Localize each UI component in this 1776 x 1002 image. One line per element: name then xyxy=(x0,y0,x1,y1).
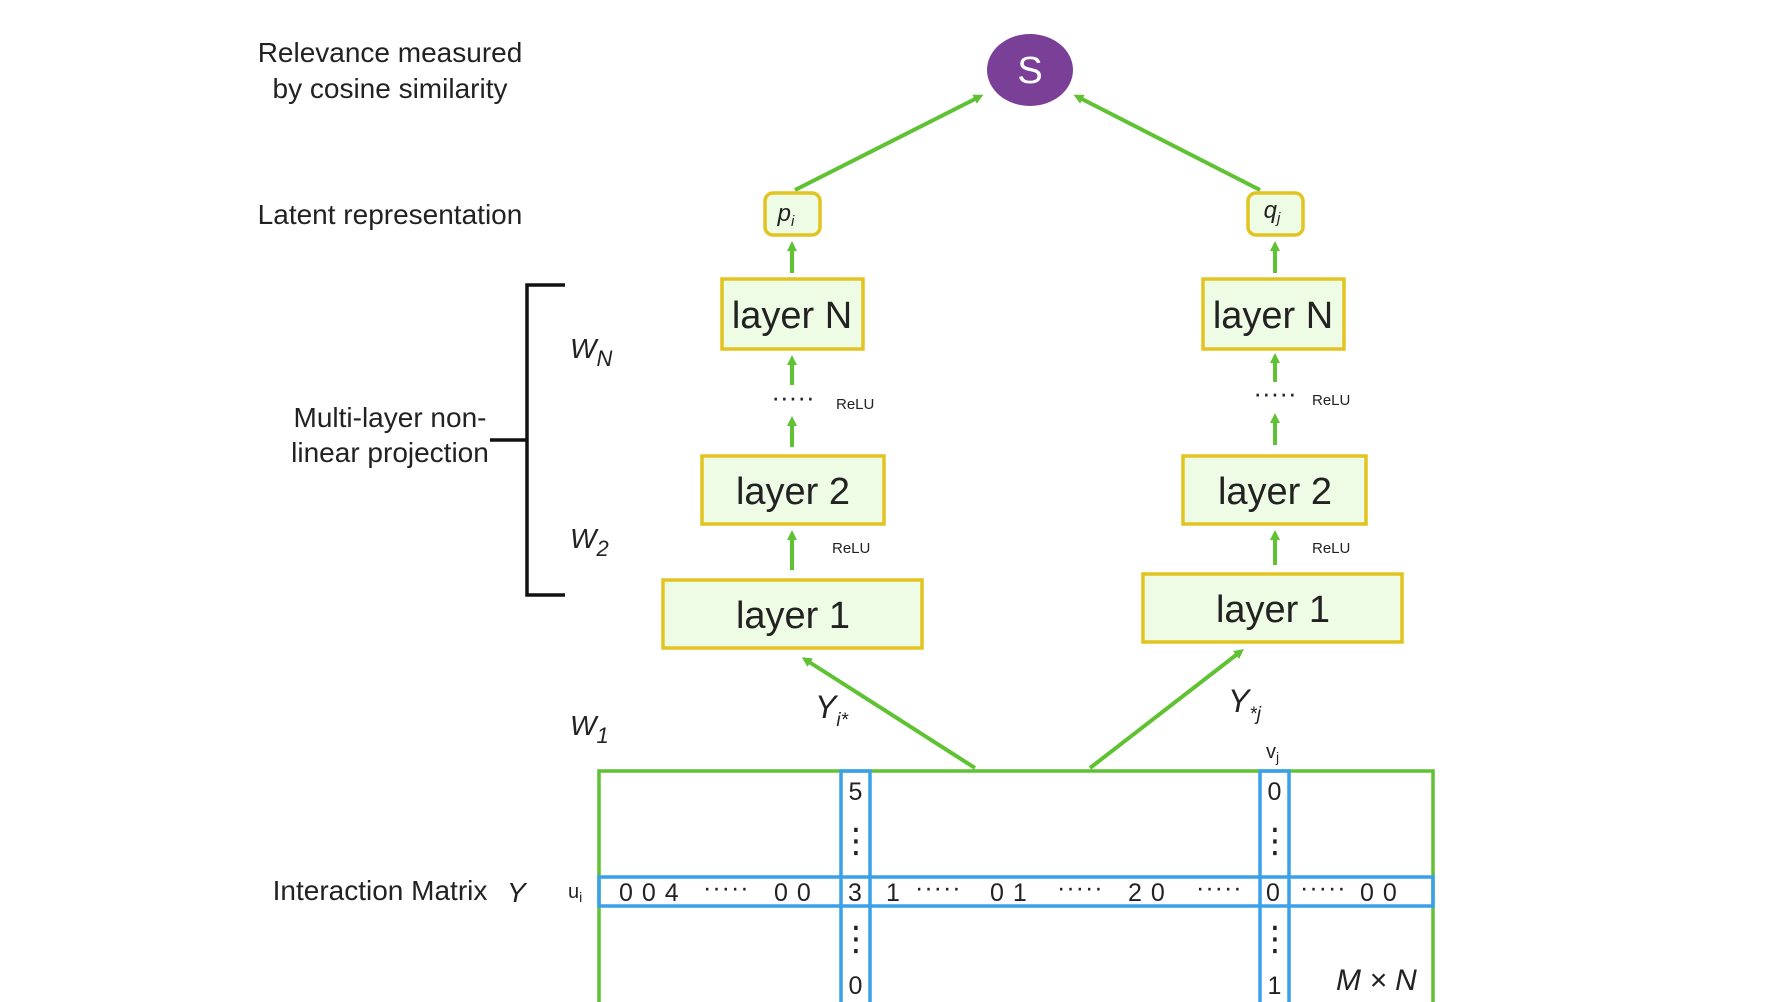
matrix-dimensions: M × N xyxy=(1336,964,1417,997)
left-ellipsis: ····· xyxy=(771,382,814,412)
row-seg-5: 1 xyxy=(886,879,901,907)
row-seg-6: ····· xyxy=(915,874,962,902)
similarity-node-label: S xyxy=(1017,50,1042,92)
matrix-col-label: vj xyxy=(1266,741,1279,765)
row-seg-12: ····· xyxy=(1300,874,1347,902)
arrow-pi-to-s xyxy=(794,94,984,192)
right-layer-n-label: layer N xyxy=(1213,295,1333,337)
row-seg-3: 0 0 xyxy=(774,879,812,907)
row-seg-4: 3 xyxy=(848,879,863,907)
col-i-vdots-bottom: ⋮ xyxy=(839,920,873,958)
label-multilayer-line1: Multi-layer non- xyxy=(294,402,487,433)
col-j-vdots-bottom: ⋮ xyxy=(1258,920,1292,958)
similarity-node xyxy=(987,34,1073,106)
right-layer-n-box xyxy=(1201,277,1346,351)
row-seg-8: ····· xyxy=(1057,874,1104,902)
left-layer-2-box xyxy=(700,454,886,526)
label-relevance-line1: Relevance measured xyxy=(258,37,523,68)
row-seg-7: 0 1 xyxy=(990,879,1028,907)
arrow-row-to-left-layer1 xyxy=(801,657,977,770)
row-seg-2: ····· xyxy=(703,874,750,902)
left-layer-1-label: layer 1 xyxy=(736,595,850,637)
left-layer-2-label: layer 2 xyxy=(736,471,850,513)
row-seg-11: 0 xyxy=(1266,879,1281,907)
weight-wn: WN xyxy=(570,333,612,371)
latent-box-qj xyxy=(1246,191,1305,237)
matrix-symbol: Y xyxy=(507,877,528,908)
latent-box-pi xyxy=(763,191,822,237)
latent-label-pi: pi xyxy=(777,200,795,230)
label-relevance-line2: by cosine similarity xyxy=(273,73,508,104)
right-ellipsis: ····· xyxy=(1253,378,1296,408)
left-relu-bottom: ReLU xyxy=(832,540,870,557)
matrix-row-label: ui xyxy=(568,881,582,905)
left-layer-n-label: layer N xyxy=(732,295,852,337)
layers-bracket xyxy=(490,283,565,597)
weight-w1: W1 xyxy=(570,710,609,748)
row-seg-1: 0 0 4 xyxy=(619,879,680,907)
left-relu-top: ReLU xyxy=(836,396,874,413)
arrow-col-to-right-layer1 xyxy=(1088,648,1244,770)
row-seg-9: 2 0 xyxy=(1128,879,1166,907)
col-i-top: 5 xyxy=(849,778,864,806)
right-layer-1-label: layer 1 xyxy=(1216,589,1330,631)
latent-label-qj: qj xyxy=(1264,197,1281,227)
col-j-vdots-top: ⋮ xyxy=(1258,822,1292,860)
col-j-top: 0 xyxy=(1268,778,1283,806)
label-latent-representation: Latent representation xyxy=(258,199,523,230)
right-relu-bottom: ReLU xyxy=(1312,540,1350,557)
row-seg-13: 0 0 xyxy=(1360,879,1398,907)
left-input-label: Yi* xyxy=(815,689,849,731)
weight-w2: W2 xyxy=(570,523,609,561)
right-layer-2-box xyxy=(1181,454,1368,526)
label-multilayer-line2: linear projection xyxy=(291,437,489,468)
matrix-column-j xyxy=(1258,769,1291,1002)
right-layer-1-box xyxy=(1141,572,1404,644)
row-seg-10: ····· xyxy=(1196,874,1243,902)
col-i-bottom: 0 xyxy=(849,972,864,1000)
matrix-column-i xyxy=(839,769,872,1002)
col-i-vdots-top: ⋮ xyxy=(839,822,873,860)
right-input-label: Y*j xyxy=(1228,683,1262,725)
col-j-bottom: 1 xyxy=(1268,972,1283,1000)
left-layer-n-box xyxy=(720,277,865,351)
label-interaction-matrix: Interaction Matrix xyxy=(273,875,488,906)
right-layer-2-label: layer 2 xyxy=(1218,471,1332,513)
right-relu-top: ReLU xyxy=(1312,392,1350,409)
left-layer-1-box xyxy=(661,578,924,650)
arrow-qj-to-s xyxy=(1073,94,1261,192)
matrix-row-i xyxy=(597,875,1435,908)
